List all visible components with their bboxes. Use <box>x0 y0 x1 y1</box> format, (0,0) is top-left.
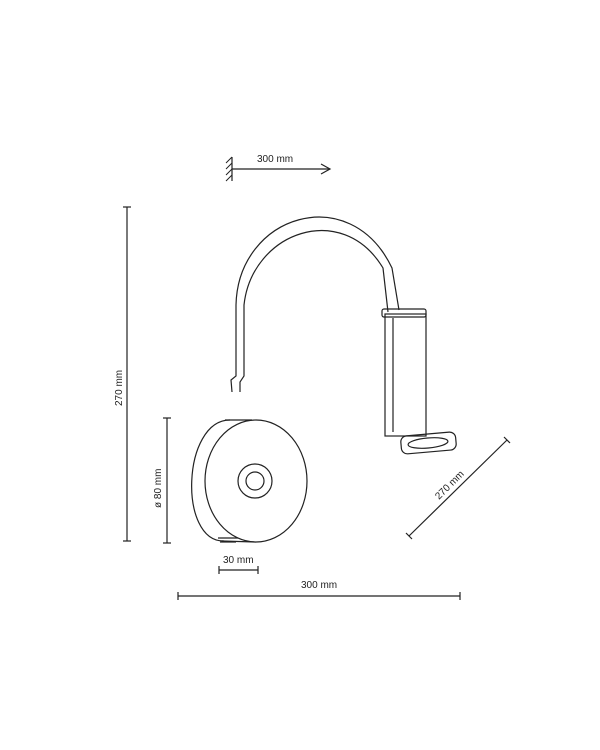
gooseneck-arm-inner <box>239 229 389 392</box>
head-length-label: 270 mm <box>433 469 466 502</box>
lamp-head-light-ring <box>400 431 457 455</box>
gooseneck-arm-outer <box>230 216 400 393</box>
diameter-dimension: ø 80 mm <box>153 417 171 544</box>
base-front-face <box>204 419 308 543</box>
switch-offset-dimension: 30 mm <box>218 555 259 574</box>
diameter-label: ø 80 mm <box>153 469 164 508</box>
width-label: 300 mm <box>301 580 337 591</box>
wall-base <box>191 419 308 543</box>
wall-hatch <box>225 156 233 182</box>
head-dim-line <box>408 439 508 537</box>
height-dimension: 270 mm <box>114 206 131 542</box>
width-dimension: 300 mm <box>177 580 461 600</box>
lamp-illustration <box>191 216 457 543</box>
switch-offset-label: 30 mm <box>223 555 254 566</box>
lamp-head-collar <box>381 308 427 318</box>
base-bottom-edge <box>221 540 257 543</box>
lamp-head-lens <box>407 437 449 449</box>
switch-button-outer <box>237 463 273 499</box>
top-reach-label: 300 mm <box>257 154 293 165</box>
height-label: 270 mm <box>114 370 125 406</box>
top-reach-dimension: 300 mm <box>225 154 332 182</box>
lamp-head-tube <box>384 313 427 437</box>
reach-arrow-head <box>320 163 332 175</box>
head-dim-tick-low <box>405 532 413 540</box>
base-back-edge <box>191 419 231 542</box>
switch-button-inner <box>245 471 265 491</box>
head-dim-tick-high <box>503 436 511 444</box>
lamp-head <box>381 308 457 455</box>
